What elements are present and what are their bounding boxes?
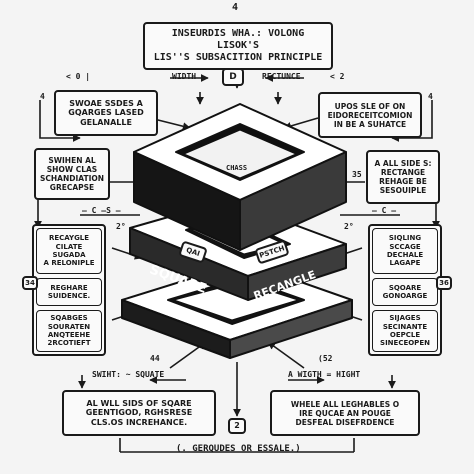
top-right-mark: < 2 [330,72,345,81]
left-stack-1-line-4: A RELONIPLE [43,259,95,268]
bottom-right-line-1: WHELE ALL LEGHABLES O [290,399,400,409]
bottom-mid-box: 2 [228,418,246,434]
bottom-left-line-3: CLS.OS INCREHANCE. [90,417,188,427]
left-stack-2-line-1: REGHARE [50,283,88,292]
left-side-number: 34 [22,276,38,290]
bottom-left-line-2: GEENTIGOD, RGHSRESE [85,408,193,418]
left-upper-line-1: SWOAE SSDES A [69,98,143,108]
bottom-left-box: AL WLL SIDS OF SQARE GEENTIGOD, RGHSRESE… [62,390,216,436]
right-upper-line-2: EIDORECEITCOMION [327,110,413,120]
right-mid-line-3: REHAGE BE [379,177,427,186]
right-stack-1-line-3: DECHALE [386,251,424,259]
left-stack-section-2: REGHARE SUIDENCE. [36,278,102,306]
right-side-number: 36 [436,276,452,290]
bottom-right-box: WHELE ALL LEGHABLES O IRE QUCAE AN POUGE… [270,390,420,436]
top-number: 4 [232,2,239,13]
right-stack-3-line-1: SIJAGES [389,314,421,323]
bottom-right-label: A WIGTH = HIGHT [288,370,361,379]
bottom-right-line-3: DESFEAL DISEFRDENCE [295,417,395,427]
right-stack-section-3: SIJAGES SECINANTE OEPCLE SINECEOPEN [372,310,438,352]
mark-right-c: — C — [372,206,397,215]
right-upper-box: UPOS SLE OF ON EIDORECEITCOMION IN BE A … [318,92,422,138]
left-upper-line-3: GELANALLE [80,117,132,127]
rectunce-label: RECTUNCE [262,72,301,81]
bottom-left-label: SWIHT: ~ SQUATE [92,370,165,379]
right-mid-line-1: A ALL SIDE S: [374,159,432,168]
mark-4-right: 4 [428,92,433,101]
mark-2-left: 2° [116,222,126,231]
width-label: WIDTH [172,72,197,81]
right-stack-3-line-3: OEPCLE [389,331,421,339]
right-stack-1-line-4: LAGAPE [389,259,421,268]
mark-35: 35 [352,170,362,179]
mark-44: 44 [150,354,160,363]
right-stack-3-line-2: SECINANTE [382,322,428,331]
left-mid-line-2: SHOW CLAS [46,165,98,174]
right-stack-2-line-1: SQOARE [388,283,422,292]
left-upper-line-2: GQARGES LASED [68,108,144,118]
left-stack-2-line-2: SUIDENCE. [47,292,91,300]
center-label: CHASS [226,164,248,172]
title-box: INSEURDIS WHA.: VOLONG LISOK'S LIS''S SU… [143,22,333,70]
right-mid-line-2: RECTANGE [380,168,426,177]
width-box: D [222,68,244,86]
top-ring [133,103,347,251]
mark-52: (52 [318,354,333,363]
right-stack-box: SIQLING SCCAGE DECHALE LAGAPE SQOARE GON… [368,224,442,356]
left-stack-1-line-1: RECAYGLE [48,234,90,243]
title-line-1: INSEURDIS WHA.: VOLONG LISOK'S [171,28,305,51]
bottom-right-line-2: IRE QUCAE AN POUGE [299,408,391,418]
right-stack-section-1: SIQLING SCCAGE DECHALE LAGAPE [372,228,438,274]
left-stack-section-1: RECAYGLE CILATE SUGADA A RELONIPLE [36,228,102,274]
left-stack-box: RECAYGLE CILATE SUGADA A RELONIPLE REGHA… [32,224,106,356]
left-stack-1-line-3: SUGADA [52,251,86,259]
right-mid-box: A ALL SIDE S: RECTANGE REHAGE BE SESOUIP… [366,150,440,204]
left-mid-line-1: SWIHEN AL [48,156,96,165]
right-mid-line-4: SESOUIPLE [379,186,427,195]
left-stack-1-line-2: CILATE [55,242,83,251]
left-stack-3-line-2: SOURATEN [47,322,91,331]
footer-text: (. GERQUDES OR ESSALE.) [176,444,301,454]
right-upper-line-1: UPOS SLE OF ON [334,101,406,111]
bottom-left-line-1: AL WLL SIDS OF SQARE [86,398,192,408]
right-stack-3-line-4: SINECEOPEN [380,339,430,348]
mark-4-left: 4 [40,92,45,101]
right-stack-1-line-2: SCCAGE [389,242,421,251]
title-line-2: LIS''S SUBSACITION PRINCIPLE [153,52,323,63]
left-stack-section-3: SQABGES SOURATEN ANQTEEHE 2RCOTIEFT [36,310,102,352]
top-left-marks: < 0 | [66,72,91,81]
left-stack-3-line-1: SQABGES [50,314,88,323]
left-stack-3-line-3: ANQTEEHE [47,331,91,339]
right-stack-section-2: SQOARE GONOARGE [372,278,438,306]
left-stack-3-line-4: 2RCOTIEFT [47,339,91,348]
mark-2-right: 2° [344,222,354,231]
left-mid-line-4: GRECAPSE [49,183,95,192]
mark-left-c: — C —S — [82,206,121,215]
right-upper-line-3: IN BE A SUHATCE [333,119,407,129]
right-stack-1-line-1: SIQLING [388,234,422,243]
left-upper-box: SWOAE SSDES A GQARGES LASED GELANALLE [54,90,158,136]
left-mid-line-3: SCHANDIATION [39,174,105,183]
right-stack-2-line-2: GONOARGE [382,292,428,300]
left-mid-box: SWIHEN AL SHOW CLAS SCHANDIATION GRECAPS… [34,148,110,200]
